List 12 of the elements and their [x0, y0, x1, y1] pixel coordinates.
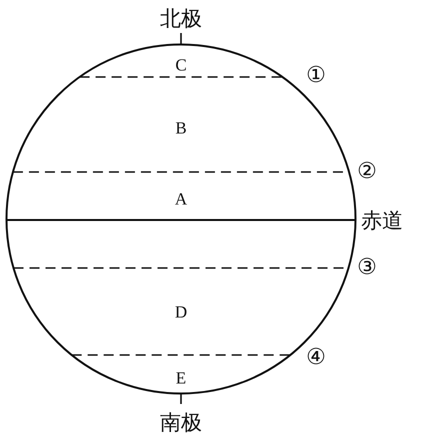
callout-number: ④ — [306, 347, 326, 369]
pole-label: 南极 — [160, 412, 202, 434]
callout-number: ② — [357, 161, 377, 183]
zone-letter: B — [175, 120, 187, 136]
zone-letter: E — [176, 370, 186, 386]
zone-letter: C — [175, 56, 187, 74]
equator-label: 赤道 — [361, 210, 403, 232]
zone-letter: A — [174, 190, 188, 208]
callout-number: ③ — [357, 257, 377, 279]
pole-label: 北极 — [160, 8, 202, 30]
callout-number: ① — [306, 65, 326, 87]
zone-letter: D — [174, 304, 188, 320]
